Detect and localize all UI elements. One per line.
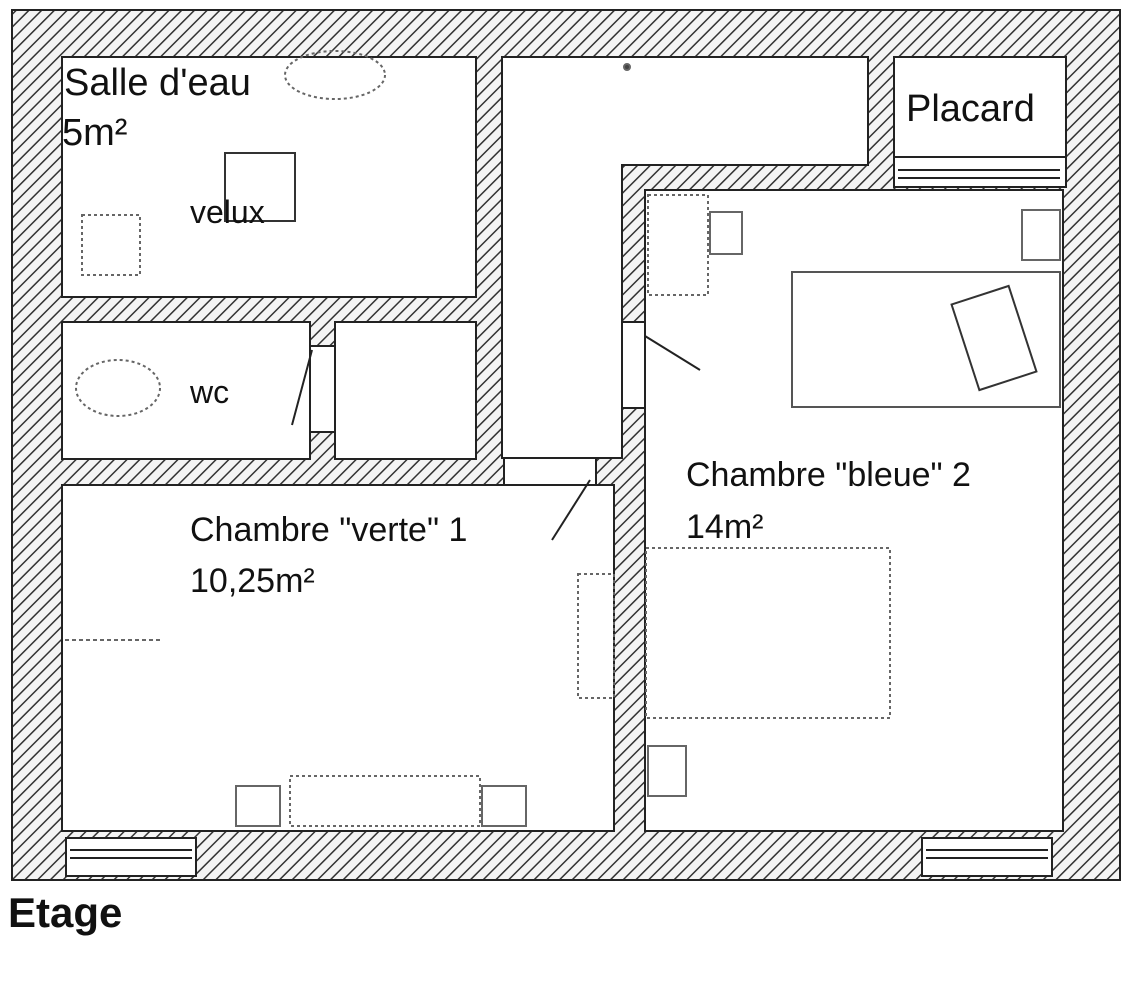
salle-eau-area: 5m²: [62, 112, 128, 154]
chambre-verte-area: 10,25m²: [190, 562, 315, 600]
chambre-bleue-floor: [644, 189, 1064, 832]
velux-label: velux: [190, 194, 265, 230]
doors: [291, 156, 1067, 541]
velux-window: [224, 152, 296, 222]
wc-label: wc: [190, 374, 230, 410]
floor-title: Etage: [8, 889, 123, 936]
desk-chair: [709, 211, 743, 255]
chambre-verte-name: Chambre "verte" 1: [190, 511, 468, 549]
chambre-bleue-area: 14m²: [686, 508, 764, 546]
wardrobe-bleue: [645, 547, 891, 719]
room-interiors: [61, 56, 1067, 832]
nightstand-bottom: [647, 745, 687, 797]
nightstand-top: [1021, 209, 1061, 261]
bathroom-cabinet: [81, 214, 141, 276]
chambre-bleue-door: [621, 321, 646, 409]
hallway-floor: [501, 56, 869, 459]
nightstand-left-verte: [235, 785, 281, 827]
washbasin: [284, 50, 386, 100]
toilet-bowl: [75, 359, 161, 417]
fixtures: [65, 50, 1061, 827]
placard-label: Placard: [906, 88, 1035, 130]
closet-small-floor: [334, 321, 477, 460]
chambre-verte-door: [503, 457, 597, 486]
salle-eau-floor: [61, 56, 477, 298]
salle-eau-name: Salle d'eau: [64, 62, 251, 104]
desk: [647, 194, 709, 296]
pillow-bleue: [950, 284, 1038, 392]
nightstand-right-verte: [481, 785, 527, 827]
wc-door: [309, 345, 336, 433]
windows: [65, 837, 1053, 877]
chambre-verte-floor: [61, 484, 615, 832]
bed-bleue: [791, 271, 1061, 408]
chambre-bleue-name: Chambre "bleue" 2: [686, 456, 971, 494]
hall-point: [623, 63, 631, 71]
placard-doors: [893, 156, 1067, 188]
wc-floor: [61, 321, 311, 460]
shelf-verte: [577, 573, 615, 699]
